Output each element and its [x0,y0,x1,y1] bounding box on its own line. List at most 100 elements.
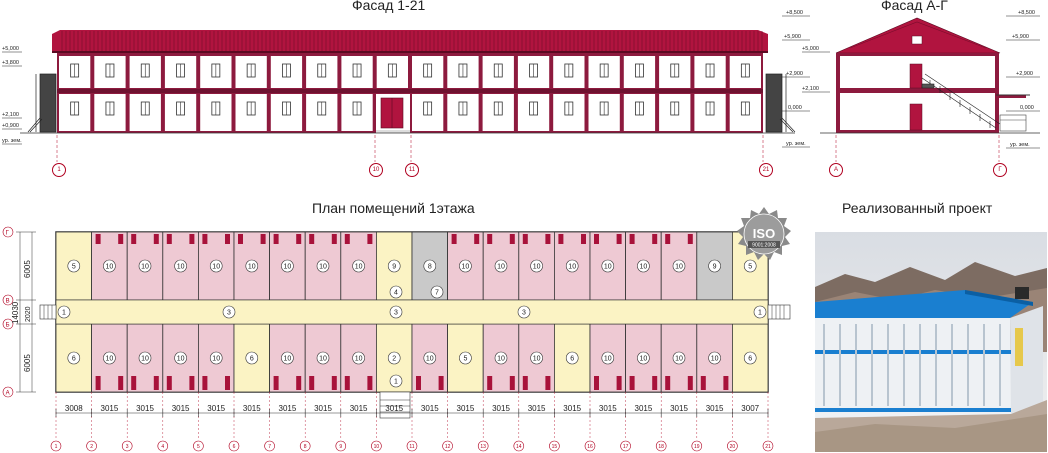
plan-room-top-7-label: 10 [284,264,292,271]
facade-main-axis-11: 11 [405,163,419,177]
plan-dim-col-19: 3015 [706,404,724,413]
plan-bed [202,376,208,390]
plan-room-bottom-12-marker [459,351,472,365]
plan-room-top-2-marker [103,259,116,273]
plan-dim-row-2: 2020 [25,306,32,322]
plan-dim-col-16: 3015 [599,404,617,413]
plan-dim-col-4: 3015 [172,404,190,413]
side-level-upper: +5,900 [1012,34,1029,40]
photo-wall-panel [935,324,937,406]
plan-bed [509,376,515,390]
plan-room-top-9-marker [352,259,365,273]
plan-bed [273,234,279,244]
plan-bed [331,234,337,244]
plan-room-top-17-marker [637,259,650,273]
plan-col-axis-1-label: 1 [55,444,58,450]
plan-col-axis-13 [477,440,489,452]
plan-dim-col-5: 3015 [207,404,225,413]
plan-room-bottom-18-marker [672,351,686,365]
plan-room-bottom-14-label: 10 [533,356,541,363]
plan-marker-entrance-left-label: 1 [62,310,66,317]
plan-room-top-1-marker [67,259,81,273]
plan-bed [166,234,172,244]
plan-room-top-15-marker [565,259,579,273]
plan-col-axis-19 [691,440,703,452]
plan-col-axis-18-label: 18 [658,444,664,450]
plan-marker-stair-hall [389,285,403,299]
plan-col-axis-17 [620,440,631,452]
plan-room-top-10-marker [387,259,401,273]
plan-room-bottom-16-label: 10 [604,356,612,363]
plan-room-top-5-marker [209,259,223,273]
plan-room-top-20-label: 5 [748,264,752,271]
plan-col-axis-2-label: 2 [90,444,93,450]
plan-bed [225,234,230,244]
plan-room-bottom-4-label: 10 [177,356,185,363]
plan-col-axis-4-label: 4 [161,444,164,450]
plan-bed [558,234,564,244]
photo-wall-panel [839,324,841,406]
plan-bed [344,234,350,244]
plan-room-bottom-7-marker [281,351,294,365]
plan-bed [309,234,315,244]
plan-bed [273,376,279,390]
plan-room-bottom-4-marker [174,351,187,365]
plan-bed [225,376,230,390]
plan-row-axes [2,226,14,398]
level-floor1b-left: +0,900 [2,123,19,129]
plan-bed [131,376,137,390]
plan-bed [487,234,493,244]
plan-marker-corridor-right-label: 3 [522,310,526,317]
plan-dim-col-18: 3015 [670,404,688,413]
plan-bed [367,234,373,244]
plan-col-axis-18 [655,440,667,452]
plan-room-bottom-12-label: 5 [463,356,467,363]
level-top-right: +8,500 [786,10,803,16]
facade-side-axis-g: Г [993,163,1007,177]
facade-main-axis-21: 21 [759,163,773,177]
plan-bed [331,376,337,390]
plan-bed [522,234,528,244]
plan-col-axis-9-label: 9 [339,444,342,450]
plan-dim-col-13: 3015 [492,404,510,413]
plan-bed [652,234,658,244]
plan-bed [153,376,159,390]
plan-room-top-16-marker [601,259,615,273]
side-porch [996,94,1030,132]
plan-col-axis-3-label: 3 [126,444,129,450]
plan-bed [665,234,671,244]
facade-left-stair [27,73,57,133]
plan-col-axis-3 [121,440,133,452]
plan-col-axis-13-label: 13 [480,444,486,450]
photo-wall-panel [983,324,985,406]
plan-bed [687,234,693,244]
facade-main-levels-left: +5,000 +3,800 +2,100 +0,900 ур. зем. [2,46,22,145]
facade-main-axis-1: 1 [52,163,66,177]
plan-room-bottom-20-label: 6 [748,356,752,363]
plan-col-axis-11-label: 11 [409,444,414,450]
facade-main-title: Фасад 1-21 [352,0,426,13]
plan-col-axis-5 [193,440,204,452]
side-level-zero: 0,000 [1020,105,1034,111]
plan-col-axis-16-label: 16 [587,444,593,450]
plan-room-top-11-marker [423,259,437,273]
plan-room-bottom-6-marker [245,351,259,365]
plan-room-top-14-marker [530,259,543,273]
plan-dim-row-total: 14030 [11,301,20,324]
side-level-floor2: +2,900 [1016,71,1033,77]
plan-room-top-6-marker [245,259,259,273]
plan-col-axis-10-label: 10 [374,444,380,450]
plan-marker-entrance-main [389,374,403,388]
plan-bed [700,376,706,390]
plan-room-bottom-9-marker [352,351,365,365]
photo-wall-panel [855,324,857,406]
plan-room-top-1-label: 5 [72,264,76,271]
level-floor2-right: +2,900 [786,71,803,77]
plan-bed [309,376,315,390]
plan-room-top-8-label: 10 [319,264,327,271]
plan-room-top-2-label: 10 [106,264,114,271]
plan-room-bottom-20-marker [743,351,757,365]
plan-bed [581,234,586,244]
side-stair [921,73,1001,129]
